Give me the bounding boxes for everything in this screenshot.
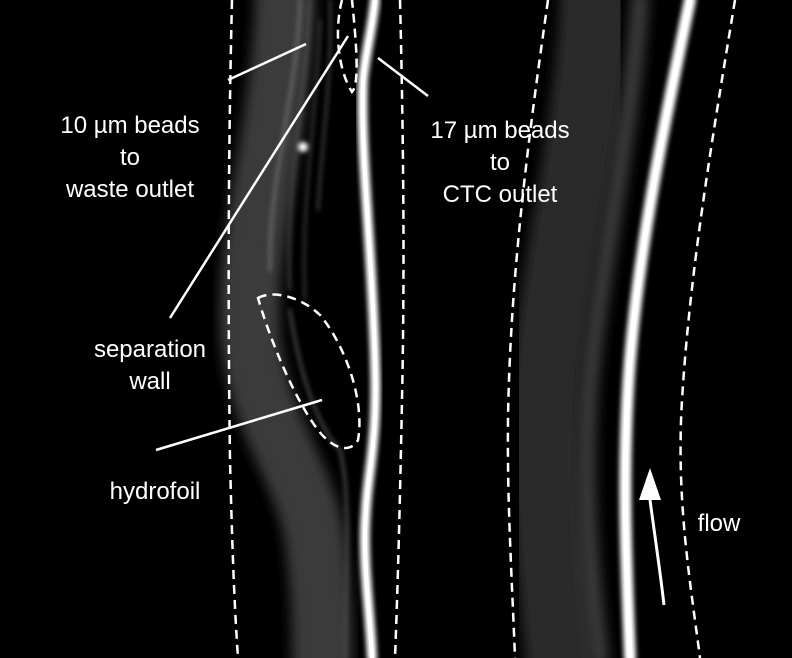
annotation-leader-lines [155, 35, 429, 452]
separation-wall-outline [336, 0, 358, 94]
left-channel-wall [227, 0, 240, 658]
hydrofoil-outline [256, 293, 361, 450]
label-10um-beads-line2: to [119, 144, 140, 171]
label-17um-beads-line1: 17 µm beads [430, 117, 570, 144]
label-separation-wall: separation wall [70, 334, 230, 398]
right-channel-wall-a [506, 0, 550, 658]
label-17um-beads-line3: CTC outlet [442, 181, 558, 208]
label-separation-wall-line2: wall [129, 368, 171, 395]
label-10um-beads: 10 µm beads to waste outlet [30, 110, 230, 206]
dashed-channel-walls [227, 0, 737, 658]
label-17um-beads: 17 µm beads to CTC outlet [400, 115, 600, 211]
label-separation-wall-line1: separation [93, 336, 207, 363]
bright-bead-streams [298, 0, 696, 658]
label-10um-beads-line1: 10 µm beads [60, 112, 200, 139]
flow-arrow-icon [639, 468, 666, 606]
label-10um-beads-line3: waste outlet [65, 176, 195, 203]
label-flow: flow [684, 508, 754, 540]
label-17um-beads-line2: to [489, 149, 510, 176]
center-channel-wall [393, 0, 405, 658]
leader-separation-wall [168, 35, 350, 319]
dim-bead-streaks [219, 0, 649, 658]
label-hydrofoil: hydrofoil [75, 476, 235, 508]
leader-hydrofoil [155, 398, 323, 452]
label-hydrofoil-text: hydrofoil [109, 478, 201, 505]
label-flow-text: flow [697, 510, 741, 537]
leader-10um-beads [227, 42, 307, 82]
right-channel-wall-b [679, 0, 737, 658]
leader-17um-beads [377, 57, 429, 97]
